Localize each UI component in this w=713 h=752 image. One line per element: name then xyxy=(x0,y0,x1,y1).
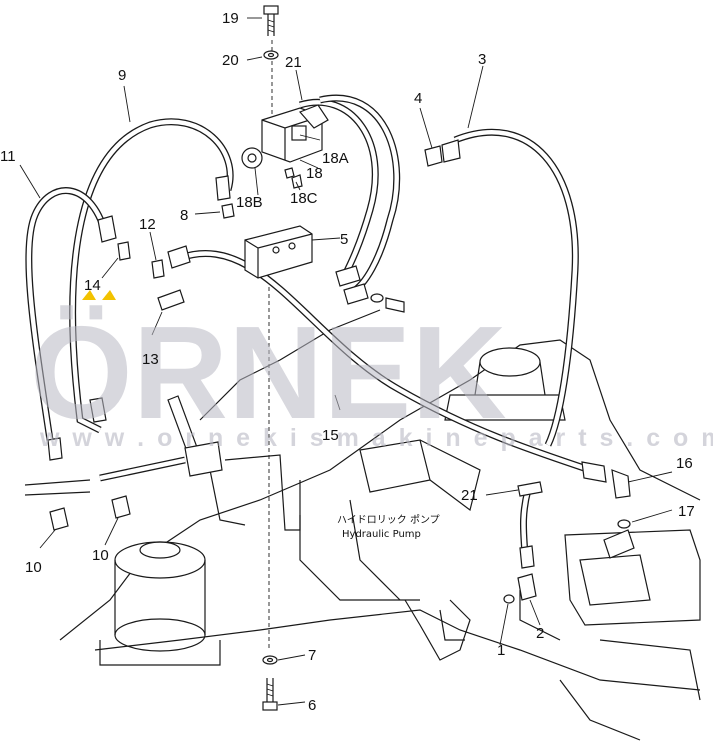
callout-17: 17 xyxy=(678,503,695,520)
caption-english: Hydraulic Pump xyxy=(342,529,421,540)
callout-11: 11 xyxy=(0,148,16,165)
callout-21-bottom: 21 xyxy=(461,487,478,504)
callout-labels: 19 20 21 3 9 4 11 18A 18 18B 18C 8 5 12 … xyxy=(0,10,695,714)
watermark-accent-mark xyxy=(102,290,116,300)
callout-18: 18 xyxy=(306,165,323,182)
callout-1: 1 xyxy=(497,642,505,659)
callout-19: 19 xyxy=(222,10,239,27)
watermark-brand: ÖRNEK xyxy=(30,299,507,446)
callout-2: 2 xyxy=(536,625,544,642)
callout-18B: 18B xyxy=(236,194,263,211)
callout-9: 9 xyxy=(118,67,126,84)
component-caption: ハイドロリック ポンプ Hydraulic Pump xyxy=(337,514,440,540)
callout-6: 6 xyxy=(308,697,316,714)
machine-body-outline xyxy=(24,40,701,741)
callout-8: 8 xyxy=(180,207,188,224)
callout-4: 4 xyxy=(414,90,422,107)
callout-14: 14 xyxy=(84,277,101,294)
callout-18C: 18C xyxy=(290,190,318,207)
callout-3: 3 xyxy=(478,51,486,68)
callout-20: 20 xyxy=(222,52,239,69)
callout-10-right: 10 xyxy=(92,547,109,564)
callout-7: 7 xyxy=(308,647,316,664)
watermark: ÖRNEK w w w . o r n e k i s m a k i n e … xyxy=(30,290,713,452)
callout-15: 15 xyxy=(322,427,339,444)
watermark-url: w w w . o r n e k i s m a k i n e p a r … xyxy=(39,424,713,452)
callout-13: 13 xyxy=(142,351,159,368)
caption-japanese: ハイドロリック ポンプ xyxy=(337,514,440,526)
callout-12: 12 xyxy=(139,216,156,233)
callout-10-left: 10 xyxy=(25,559,42,576)
watermark-accent-mark xyxy=(82,290,96,300)
callout-18A: 18A xyxy=(322,150,349,167)
callout-5: 5 xyxy=(340,231,348,248)
leader-lines xyxy=(19,17,673,706)
callout-21-top: 21 xyxy=(285,54,302,71)
callout-16: 16 xyxy=(676,455,693,472)
fittings xyxy=(47,5,635,711)
